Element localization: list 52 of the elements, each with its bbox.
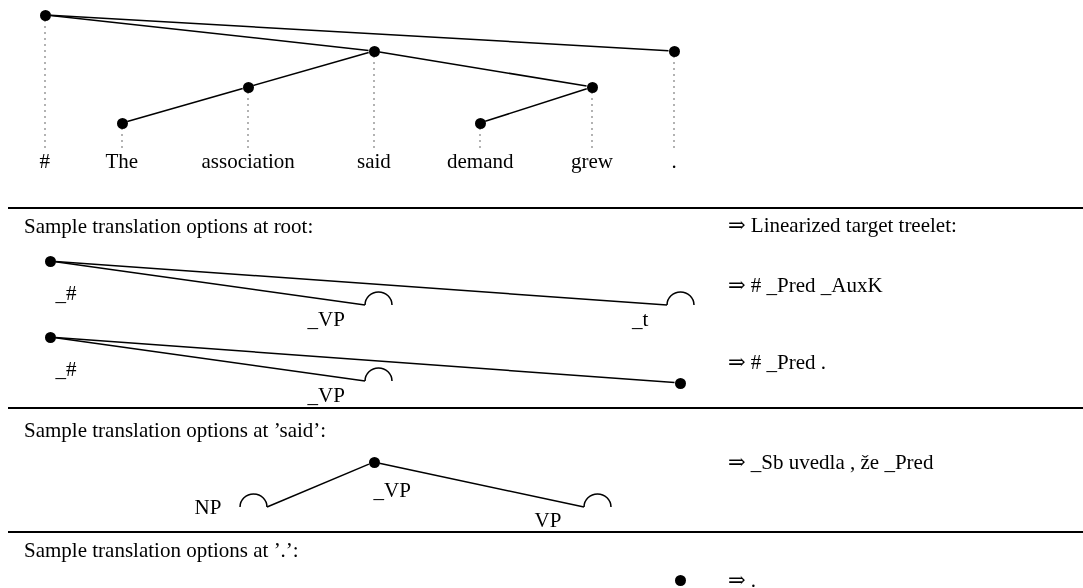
tree-node-dot [674, 377, 686, 389]
treelet-text: ⇒ # _Pred . [728, 351, 827, 373]
section-heading: Sample translation options at ’said’: [24, 419, 327, 441]
frontier-arc [583, 493, 612, 508]
tree-edge [252, 51, 370, 87]
tree-edge [54, 336, 676, 384]
node-label: NP [194, 496, 222, 518]
tree-node-dot [242, 81, 254, 93]
word-label: demand [447, 150, 514, 172]
tree-edge [266, 463, 370, 508]
tree-edge [49, 14, 670, 52]
tree-node-dot [44, 255, 56, 267]
tree-node-dot [44, 331, 56, 343]
tree-edge [378, 462, 585, 508]
word-label: association [201, 150, 295, 172]
tree-node-dot [368, 456, 380, 468]
node-label: VP [534, 509, 562, 531]
tree-node-dot [586, 81, 598, 93]
word-label: . [671, 150, 677, 172]
tree-node-dot [39, 9, 51, 21]
node-label: _t [632, 308, 649, 330]
tree-edge [54, 337, 366, 382]
frontier-arc [666, 291, 695, 306]
node-label: _VP [307, 308, 345, 330]
word-label: # [39, 150, 50, 172]
frontier-arc [239, 493, 268, 508]
word-label: said [357, 150, 391, 172]
node-label: _# [55, 358, 77, 380]
tree-edge [54, 260, 668, 306]
tree-node-dot [674, 574, 686, 586]
word-label: grew [571, 150, 613, 172]
word-label: The [105, 150, 139, 172]
tree-node-dot [474, 117, 486, 129]
tree-edge [484, 87, 588, 123]
tree-edge [49, 14, 370, 52]
tree-edge [126, 87, 244, 123]
column-heading: ⇒ Linearized target treelet: [728, 214, 957, 236]
tree-edge [378, 51, 588, 87]
treelet-text: ⇒ . [728, 569, 757, 588]
section-heading: Sample translation options at root: [24, 215, 314, 237]
tree-edge [54, 261, 366, 306]
treelet-text: ⇒ # _Pred _AuxK [728, 274, 883, 296]
node-label: _VP [373, 479, 411, 501]
frontier-arc [364, 367, 393, 382]
tree-node-dot [368, 45, 380, 57]
tree-node-dot [116, 117, 128, 129]
section-heading: Sample translation options at ’.’: [24, 539, 299, 561]
node-label: _VP [307, 384, 345, 406]
node-label: _# [55, 282, 77, 304]
treelet-text: ⇒ _Sb uvedla , že _Pred [728, 451, 934, 473]
tree-node-dot [668, 45, 680, 57]
frontier-arc [364, 291, 393, 306]
